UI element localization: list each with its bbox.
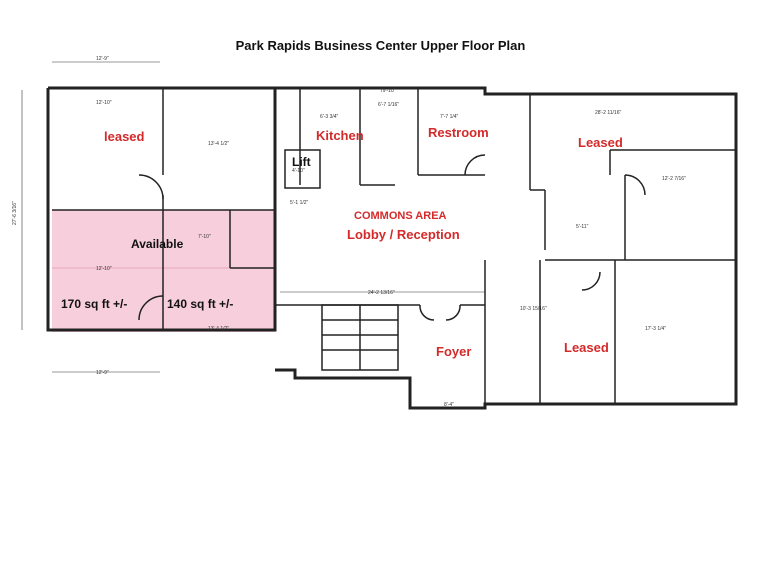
dim-5-11: 5'-11" [576,224,589,230]
dim-24-2: 24'-2 13/16" [368,290,395,296]
dim-10-3: 10'-3 15/16" [520,306,547,312]
dim-79-10: 79'-10" [380,88,396,94]
dim-12-2: 12'-2 7/16" [662,176,686,182]
dim-4-10: 4'-10" [292,168,305,174]
dim-13-4-b: 13'-4 1/2" [208,326,229,332]
room-foyer: Foyer [436,344,471,359]
room-140-sqft: 140 sq ft +/- [167,297,233,311]
room-available: Available [131,237,184,251]
room-leased-right-top: Leased [578,135,623,150]
dim-12-10-top: 12'-10" [96,100,112,106]
dim-bottom-12-9: 12'-9" [96,370,109,376]
plan-title: Park Rapids Business Center Upper Floor … [235,38,526,53]
room-leased-right-bottom: Leased [564,340,609,355]
dim-6-3: 6'-3 3/4" [320,114,339,120]
dim-6-7: 6'-7 1/16" [378,102,399,108]
room-170-sqft: 170 sq ft +/- [61,297,127,311]
dim-top-12-9: 12'-9" [96,56,109,62]
dim-7-7: 7'-7 1/4" [440,114,459,120]
dim-28-2: 28'-2 11/16" [595,110,621,116]
room-commons: COMMONS AREA [354,210,447,222]
room-lift: Lift [292,155,311,169]
room-lobby: Lobby / Reception [347,227,460,242]
dim-7-10: 7'-10" [198,234,211,240]
dim-17-3: 17'-3 1/4" [645,326,666,332]
dimension-lines [21,61,485,373]
room-restroom: Restroom [428,125,489,140]
room-leased-left: leased [104,129,145,144]
interior-walls [52,88,736,404]
room-kitchen: Kitchen [316,128,364,143]
dim-13-4: 13'-4 1/2" [208,141,229,147]
dim-12-10-mid: 12'-10" [96,266,112,272]
dim-left-27: 27'-6 3/16" [12,201,18,225]
dim-5-1: 5'-1 1/2" [290,200,309,206]
dim-8-4: 8'-4" [444,402,454,408]
